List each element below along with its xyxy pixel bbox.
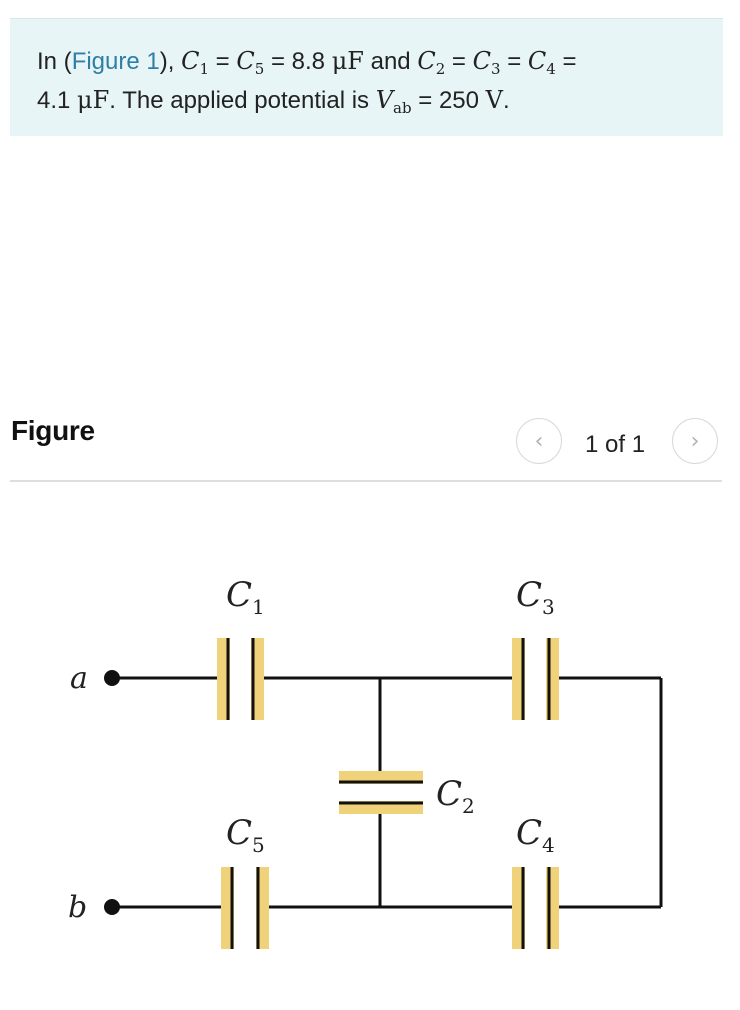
capacitor-circuit-diagram: a b C1 C3 C2 C5 C4	[68, 575, 663, 949]
c5-label: C5	[226, 813, 265, 857]
chevron-left-icon: ‹	[534, 428, 544, 454]
c3-subscript: 3	[490, 60, 501, 78]
terminal-a-label: a	[70, 661, 88, 696]
c4-subscript: 4	[546, 60, 556, 78]
c1-subscript: 1	[199, 60, 209, 78]
sentence-2: . The applied potential is	[109, 87, 370, 114]
terminal-a-dot	[104, 670, 120, 686]
c5-subscript: 5	[254, 60, 265, 78]
cap-value-2: 4.1	[37, 87, 71, 114]
capacitor-c2	[339, 771, 423, 814]
equals-sign: =	[270, 48, 285, 75]
voltage-value: 250	[438, 87, 479, 114]
cap-value-1: 8.8	[291, 48, 326, 75]
figure-link[interactable]: Figure 1	[71, 48, 160, 75]
capacitor-c3	[512, 638, 559, 720]
terminal-b-dot	[104, 899, 120, 915]
c1-label: C1	[226, 575, 265, 619]
equals-sign: =	[562, 48, 577, 75]
unit-microfarad: μF	[77, 86, 110, 114]
c5-symbol: C	[236, 47, 255, 75]
problem-text: In (Figure 1), C1 = C5 = 8.8 μF and C2 =…	[37, 46, 697, 124]
c4-symbol: C	[527, 47, 547, 75]
c2-symbol: C	[417, 47, 436, 75]
c1-symbol: C	[181, 47, 200, 75]
v-subscript: ab	[393, 99, 412, 117]
circuit-wires	[110, 676, 663, 909]
equals-sign: =	[451, 48, 466, 75]
v-symbol: V	[375, 86, 394, 114]
unit-microfarad: μF	[331, 47, 364, 75]
equals-sign: =	[418, 87, 433, 114]
and-word: and	[370, 48, 411, 75]
c2-label: C2	[436, 774, 475, 818]
capacitor-c4	[512, 867, 559, 949]
figure-divider	[10, 480, 722, 482]
c3-symbol: C	[472, 47, 491, 75]
c4-label: C4	[516, 813, 555, 857]
problem-suffix: ),	[159, 48, 175, 75]
c2-subscript: 2	[435, 60, 446, 78]
terminal-b-label: b	[68, 890, 87, 925]
problem-prefix: In (	[37, 48, 72, 75]
capacitor-c1	[217, 638, 264, 720]
sentence-end: .	[503, 87, 510, 114]
equals-sign: =	[507, 48, 522, 75]
c3-label: C3	[516, 575, 555, 619]
previous-figure-button[interactable]: ‹	[516, 418, 562, 464]
unit-volt: V	[485, 86, 504, 114]
next-figure-button[interactable]: ›	[672, 418, 718, 464]
figure-heading: Figure	[11, 415, 95, 446]
figure-page-indicator: 1 of 1	[585, 431, 646, 458]
chevron-right-icon: ›	[690, 428, 700, 454]
equals-sign: =	[215, 48, 230, 75]
problem-statement-panel: In (Figure 1), C1 = C5 = 8.8 μF and C2 =…	[10, 18, 723, 136]
capacitor-c5	[221, 867, 269, 949]
